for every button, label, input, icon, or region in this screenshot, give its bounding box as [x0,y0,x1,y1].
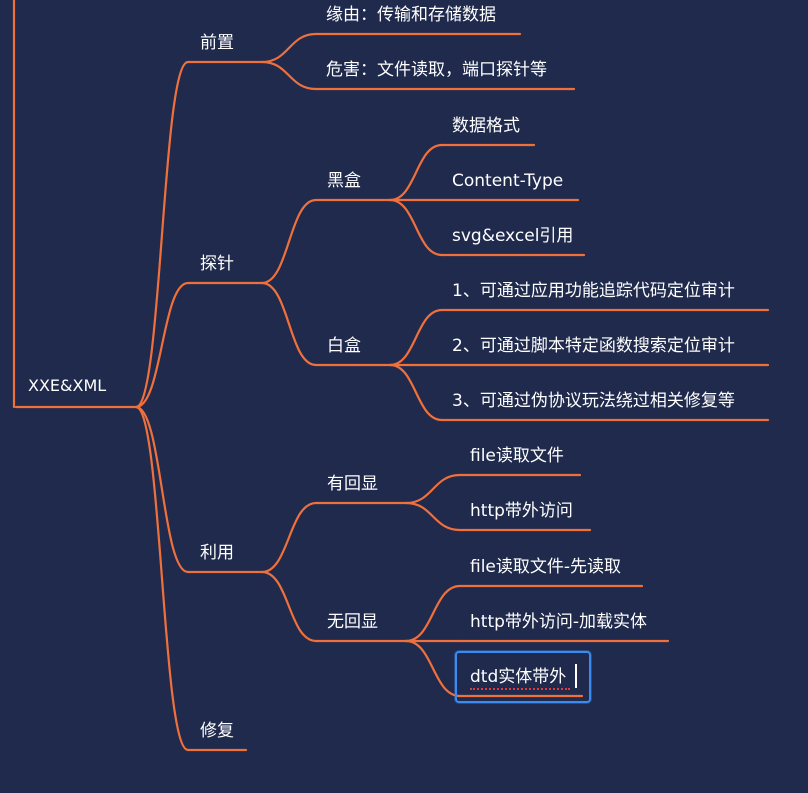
edge-noecho-file-read-first [404,584,462,643]
edge-echo-file-read [404,473,462,505]
node-repair[interactable]: 修复 [200,721,234,741]
node-whitebox-item-3[interactable]: 3、可通过伪协议玩法绕过相关修复等 [452,391,735,411]
node-preface-reason[interactable]: 缘由：传输和存储数据 [326,5,496,25]
node-noecho[interactable]: 无回显 [327,612,378,632]
node-preface[interactable]: 前置 [200,33,234,53]
edge-root-probe [134,281,190,409]
edge-blackbox-data-format [388,143,444,202]
edge-blackbox-svg-excel [388,198,444,257]
node-noecho-file-read-first[interactable]: file读取文件-先读取 [470,557,622,577]
node-whitebox-item-2[interactable]: 2、可通过脚本特定函数搜索定位审计 [452,336,735,356]
edge-echo-http-oob [404,501,462,532]
node-noecho-dtd-oob[interactable]: dtd实体带外 [470,667,567,687]
edge-root-exploit [134,405,190,574]
spellcheck-underline [470,688,570,690]
edge-root-preface [134,60,190,409]
node-echo-http-oob[interactable]: http带外访问 [470,501,573,521]
edge-whitebox-item-3 [388,363,444,422]
edge-exploit-echo [260,501,318,574]
node-whitebox-item-1[interactable]: 1、可通过应用功能追踪代码定位审计 [452,281,735,301]
node-exploit[interactable]: 利用 [200,543,234,563]
edge-whitebox-item-1 [388,308,444,367]
edge-noecho-dtd-oob [404,639,462,698]
node-blackbox-svg-excel[interactable]: svg&excel引用 [452,226,574,246]
node-echo[interactable]: 有回显 [327,474,378,494]
edge-probe-blackbox [260,198,318,285]
node-echo-file-read[interactable]: file读取文件 [470,446,564,466]
node-probe[interactable]: 探针 [200,254,234,274]
edge-exploit-noecho [260,570,318,643]
node-blackbox[interactable]: 黑盒 [327,171,361,191]
edge-preface-harm [260,60,318,91]
edge-probe-whitebox [260,281,318,367]
node-blackbox-data-format[interactable]: 数据格式 [452,116,520,136]
node-blackbox-content-type[interactable]: Content-Type [452,171,564,191]
node-noecho-http-load-entity[interactable]: http带外访问-加载实体 [470,612,648,632]
edge-root-repair [134,405,190,752]
root-node-xxe-xml[interactable]: XXE&XML [28,376,107,395]
node-preface-harm[interactable]: 危害：文件读取，端口探针等 [326,60,547,80]
text-cursor [575,664,577,688]
edge-preface-reason [260,32,318,64]
node-whitebox[interactable]: 白盒 [327,336,361,356]
